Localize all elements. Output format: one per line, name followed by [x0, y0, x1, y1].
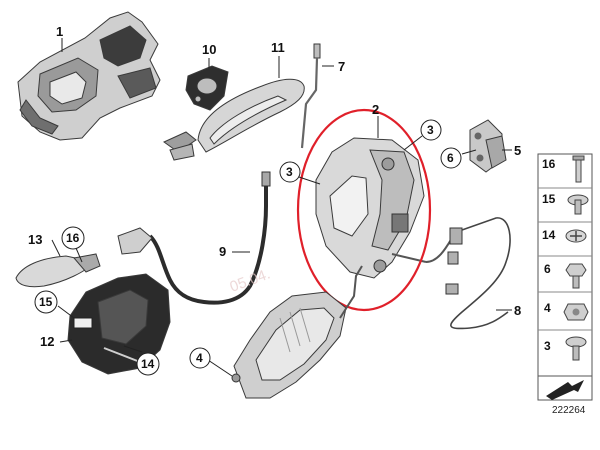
- callout-12: 12: [40, 334, 54, 349]
- leader-lines: [51, 38, 512, 377]
- callout-6-circle: [440, 147, 462, 169]
- callout-15: 15: [39, 295, 53, 309]
- watermark: 05.04.: [228, 266, 273, 296]
- panel-label-15: 15: [542, 192, 556, 206]
- clip-icon: [567, 194, 589, 215]
- hex-nut-icon: [563, 303, 589, 321]
- callout-4: 4: [196, 351, 203, 365]
- callout-6: 6: [447, 151, 454, 165]
- callout-8: 8: [514, 303, 521, 318]
- hex-bolt-icon: [565, 263, 587, 289]
- part-7-pull-rod: [300, 43, 321, 149]
- panel-label-6: 6: [544, 262, 551, 276]
- diagram-id: 222264: [552, 405, 586, 416]
- highlight-ring: [296, 108, 432, 312]
- part-5-striker: [469, 119, 507, 173]
- callout-14-circle: [136, 352, 160, 376]
- panel-label-14: 14: [542, 228, 556, 242]
- part-8-bowden-cable: [425, 217, 511, 330]
- panel-label-3: 3: [544, 339, 551, 353]
- part-11-outer-handle: [163, 78, 305, 161]
- panel-label-16: 16: [542, 157, 556, 171]
- hardware-panel: 16 15 14 6 4 3: [537, 153, 593, 377]
- callout-13: 13: [28, 232, 42, 247]
- callout-7: 7: [338, 59, 345, 74]
- callout-11: 11: [271, 40, 285, 55]
- part-1-handle-carrier: [17, 11, 161, 141]
- callout-1: 1: [56, 24, 63, 39]
- part-2-door-lock: [315, 137, 427, 279]
- guide-pin-icon: [572, 155, 585, 183]
- callout-5: 5: [514, 143, 521, 158]
- callout-4-circle: [189, 347, 211, 369]
- torx-screw-icon: [565, 229, 587, 243]
- panel-label-4: 4: [544, 301, 551, 315]
- callout-10: 10: [202, 42, 216, 57]
- callout-3a: 3: [427, 123, 434, 137]
- callout-3b: 3: [286, 165, 293, 179]
- callout-2: 2: [372, 102, 379, 117]
- callout-14: 14: [141, 357, 155, 371]
- callout-15-circle: [34, 290, 58, 314]
- callout-16: 16: [66, 231, 80, 245]
- callout-3a-circle: [420, 119, 442, 141]
- callout-labels: 1 10 11 7 2 3 3 6 5 13 16 9 15 12 14 4 8: [28, 24, 521, 376]
- callout-3b-circle: [279, 161, 301, 183]
- part-10-handle-gasket: [185, 65, 229, 111]
- part-4-lock-actuator: [231, 265, 363, 399]
- arrow-pictogram: [537, 375, 593, 401]
- part-9-cable: [117, 171, 271, 305]
- flange-screw-icon: [565, 336, 587, 361]
- callout-9: 9: [219, 244, 226, 259]
- part-12-lock-housing: [67, 273, 171, 375]
- part-13-handle-cover: [15, 253, 101, 288]
- callout-16-circle: [61, 226, 85, 250]
